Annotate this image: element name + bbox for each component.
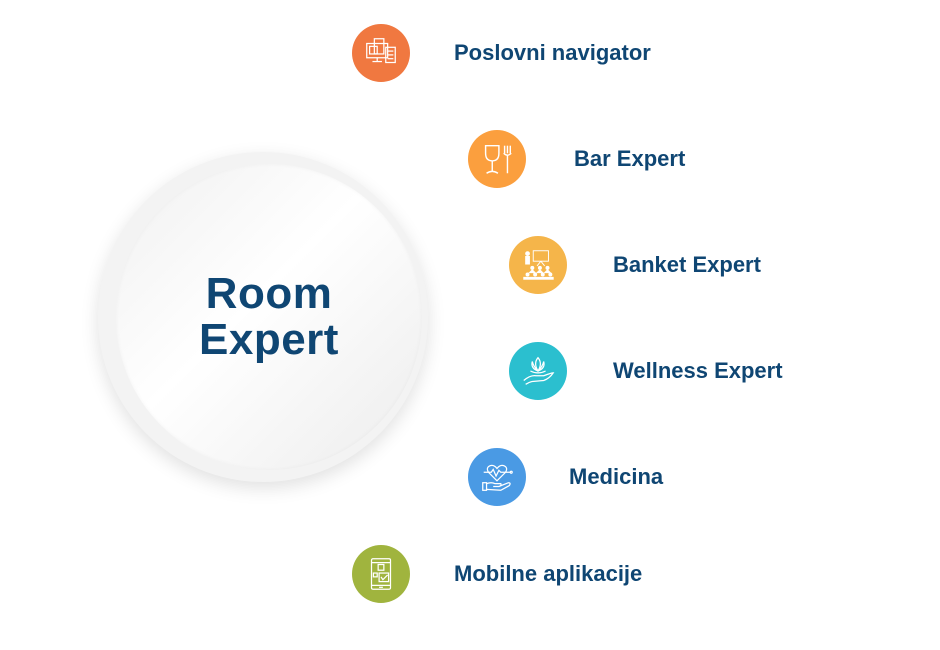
- item-label-wellness-expert[interactable]: Wellness Expert: [613, 358, 783, 383]
- item-label-bar-expert[interactable]: Bar Expert: [574, 146, 686, 171]
- presentation-audience-icon[interactable]: [509, 236, 567, 294]
- mobile-app-icon[interactable]: [352, 545, 410, 603]
- center-title: Room Expert: [169, 271, 369, 363]
- item-label-medicina[interactable]: Medicina: [569, 464, 664, 489]
- business-documents-icon[interactable]: [352, 24, 410, 82]
- center-title-line1: Room: [205, 269, 333, 318]
- item-label-mobilne-aplikacije[interactable]: Mobilne aplikacije: [454, 561, 643, 586]
- lotus-hand-icon[interactable]: [509, 342, 567, 400]
- item-label-poslovni-navigator[interactable]: Poslovni navigator: [454, 40, 651, 65]
- heart-hand-icon[interactable]: [468, 448, 526, 506]
- center-title-line2: Expert: [199, 315, 339, 364]
- glass-fork-icon[interactable]: [468, 130, 526, 188]
- item-label-banket-expert[interactable]: Banket Expert: [613, 252, 761, 277]
- center-circle: Room Expert: [116, 164, 422, 470]
